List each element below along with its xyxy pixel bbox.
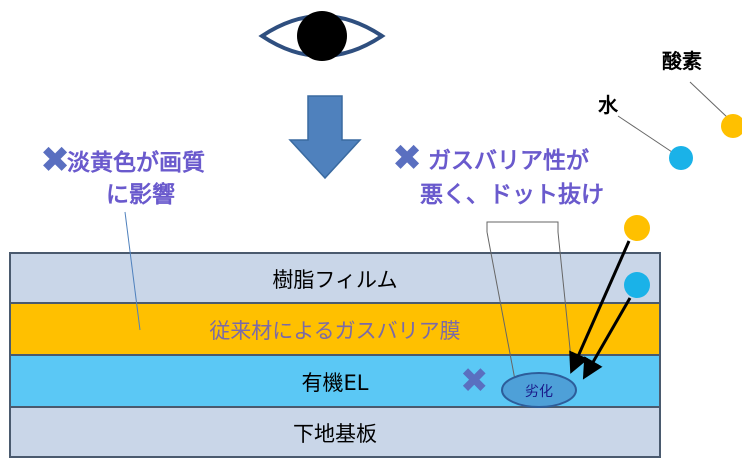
barrier-film-label: 従来材によるガスバリア膜 — [209, 319, 460, 343]
resin-film-layer — [9, 252, 661, 304]
barrier-label-line1: ガスバリア性が — [428, 147, 589, 174]
oxygen-path-arrow — [569, 240, 631, 374]
water-leader-line — [617, 115, 673, 153]
x-mark-icon: ✖ — [40, 140, 70, 181]
barrier-leader-line-right — [557, 231, 573, 369]
oxygen-label: 酸素 — [662, 49, 702, 73]
x-mark-icon: ✖ — [460, 361, 489, 401]
eye-icon — [258, 11, 386, 61]
barrier-bracket — [486, 221, 559, 232]
resin-film-label: 樹脂フィルム — [272, 268, 397, 292]
water-label: 水 — [598, 93, 619, 117]
barrier-label-line2: 悪く、ドット抜け — [420, 181, 604, 208]
barrier-film-layer — [9, 302, 661, 356]
oxygen-molecule-penetrating — [624, 215, 650, 241]
yellowing-leader-line — [124, 211, 141, 331]
water-molecule — [669, 146, 693, 170]
x-mark-icon: ✖ — [392, 138, 422, 179]
barrier-leader-line-left — [486, 231, 516, 381]
base-substrate-label: 下地基板 — [293, 422, 377, 446]
degradation-spot — [501, 372, 577, 408]
oxygen-molecule — [721, 114, 742, 138]
down-arrow-icon — [288, 95, 362, 180]
organic-el-label: 有機EL — [302, 371, 369, 395]
water-molecule-penetrating — [624, 272, 650, 298]
yellowing-label-line2: に影響 — [106, 181, 175, 208]
water-path-arrow — [582, 297, 632, 380]
degradation-label: 劣化 — [525, 384, 553, 400]
base-substrate-layer — [9, 406, 661, 458]
oxygen-leader-line — [689, 81, 729, 119]
yellowing-label-line1: 淡黄色が画質 — [67, 149, 205, 176]
